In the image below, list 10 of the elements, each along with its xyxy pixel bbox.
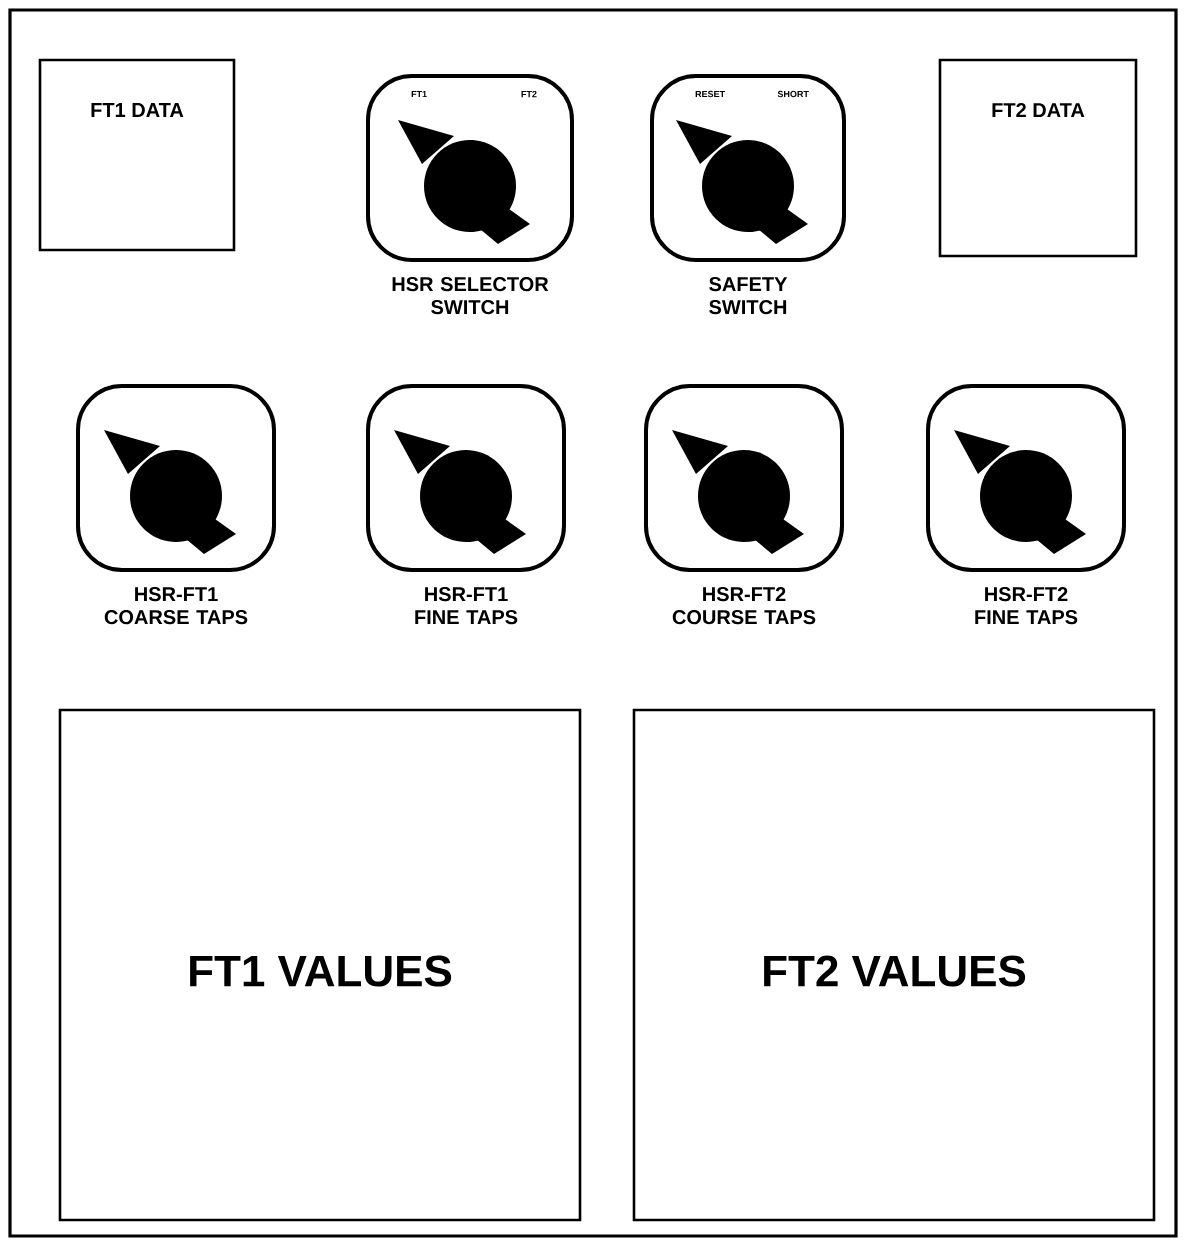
switch-label: HSR-FT1 COARSE TAPS <box>104 587 248 625</box>
data-box: FT2 DATA <box>938 58 1138 258</box>
switch-label: HSR-FT2 FINE TAPS <box>975 587 1078 625</box>
switch-label: HSR SELECTOR SWITCH <box>392 277 549 315</box>
values-box: FT2 VALUES <box>632 708 1156 1222</box>
data-box: FT1 DATA <box>38 58 236 252</box>
switch-label: HSR-FT1 FINE TAPS <box>415 587 518 625</box>
switch-label: HSR-FT2 COURSE TAPS <box>672 587 816 625</box>
values-box: FT1 VALUES <box>58 708 582 1222</box>
switch-label: SAFETY SWITCH <box>709 277 788 315</box>
